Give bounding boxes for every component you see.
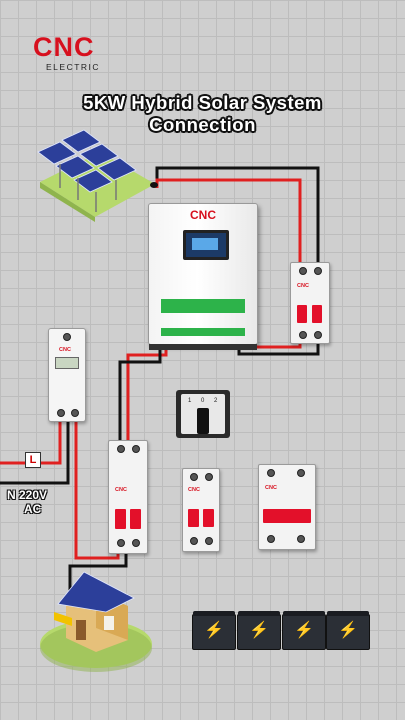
ac-breaker-2: CNC <box>182 468 220 552</box>
battery-4: ⚡ <box>326 611 370 650</box>
brand-subtitle: ELECTRIC <box>46 62 101 72</box>
energy-meter: CNC <box>48 328 86 422</box>
diagram-title-line2: Connection <box>149 114 256 135</box>
switch-pos-0: 0 <box>201 398 205 404</box>
pv-positive-wire <box>155 166 320 265</box>
battery-1: ⚡ <box>192 611 236 650</box>
ac-breaker-2-brand: CNC <box>188 487 200 493</box>
inverter-terminal-strip <box>161 328 245 336</box>
inverter-terminal-block <box>149 344 257 350</box>
house-icon <box>40 571 152 672</box>
lightning-icon: ⚡ <box>294 622 314 639</box>
inverter-lcd-screen <box>183 230 229 260</box>
dc-breaker-brand: CNC <box>297 283 309 289</box>
load-red-wire <box>74 420 120 560</box>
meter-brand: CNC <box>59 347 71 353</box>
switch-pos-2: 2 <box>214 398 218 404</box>
battery-3: ⚡ <box>282 611 326 650</box>
lightning-icon: ⚡ <box>204 622 224 639</box>
battery-2: ⚡ <box>237 611 281 650</box>
live-label: L <box>25 452 41 468</box>
diagram-title-line1: 5KW Hybrid Solar System <box>83 92 322 113</box>
hybrid-inverter: CNC <box>148 203 258 350</box>
changeover-switch: 1 0 2 <box>176 390 230 438</box>
ac-breaker-1: CNC <box>108 440 148 554</box>
lightning-icon: ⚡ <box>249 622 269 639</box>
ac-breaker-1-brand: CNC <box>115 487 127 493</box>
lightning-icon: ⚡ <box>338 622 358 639</box>
grid-live-wire <box>0 420 62 465</box>
rcd-breaker-brand: CNC <box>265 485 277 491</box>
inverter-brand: CNC <box>190 208 216 222</box>
switch-pos-1: 1 <box>188 398 192 404</box>
switch-knob <box>197 408 209 434</box>
ac-label: AC <box>24 502 42 516</box>
rcd-breaker: CNC <box>258 464 316 550</box>
grid-neutral-wire <box>0 420 70 485</box>
dc-breaker: CNC <box>290 262 330 344</box>
inverter-ac-out-black <box>118 343 162 445</box>
neutral-voltage-label: N 220V <box>7 488 48 502</box>
brand-logo: CNC <box>33 32 95 62</box>
inverter-label-strip <box>161 299 245 313</box>
solar-panel-array-icon <box>37 129 158 222</box>
